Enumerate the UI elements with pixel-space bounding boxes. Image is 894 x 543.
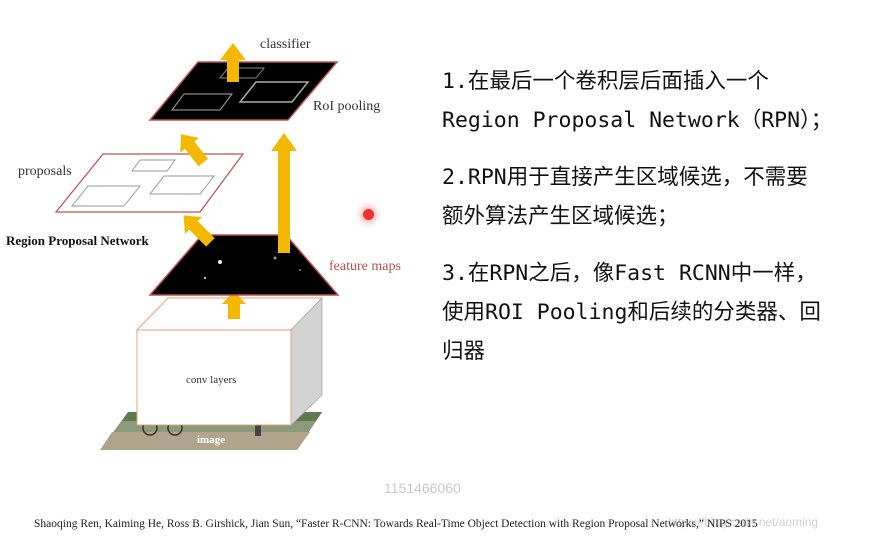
rpn-label: Region Proposal Network bbox=[6, 233, 150, 248]
roi-pooling-label: RoI pooling bbox=[313, 99, 380, 114]
steps-list: 1.在最后一个卷积层后面插入一个 Region Proposal Network… bbox=[442, 62, 890, 389]
citation: Shaoqing Ren, Kaiming He, Ross B. Girshi… bbox=[34, 518, 758, 530]
roi-pooling-plane: RoI pooling bbox=[148, 61, 380, 121]
step-2: 2.RPN用于直接产生区域候选，不需要 额外算法产生区域候选； bbox=[442, 158, 890, 236]
proposals-label: proposals bbox=[18, 164, 72, 179]
feature-maps-label: feature maps bbox=[329, 259, 401, 274]
step-3-line-2: 使用ROI Pooling和后续的分类器、回 bbox=[442, 300, 821, 325]
feature-maps: feature maps bbox=[148, 234, 401, 296]
step-2-line-2: 额外算法产生区域候选； bbox=[442, 204, 679, 229]
image-label: image bbox=[197, 434, 225, 446]
arrow-features-to-roi bbox=[271, 133, 297, 253]
step-1-line-1: 1.在最后一个卷积层后面插入一个 bbox=[442, 69, 769, 94]
step-2-line-1: 2.RPN用于直接产生区域候选，不需要 bbox=[442, 165, 808, 190]
blog-watermark: https://blog.csdn.net/aoming bbox=[668, 515, 819, 529]
classifier-label: classifier bbox=[260, 37, 311, 52]
proposals-plane: proposals bbox=[18, 153, 245, 213]
laser-pointer-dot bbox=[363, 209, 374, 220]
arrow-conv-to-features bbox=[222, 291, 246, 319]
step-1-line-2: Region Proposal Network（RPN）； bbox=[442, 108, 833, 133]
step-3-line-3: 归器 bbox=[442, 339, 486, 364]
step-3: 3.在RPN之后，像Fast RCNN中一样， 使用ROI Pooling和后续… bbox=[442, 254, 890, 371]
watermark: 1151466060 bbox=[384, 480, 461, 496]
arrow-to-classifier bbox=[220, 43, 246, 82]
arrow-proposals-to-roi bbox=[180, 134, 208, 167]
arrow-features-to-proposals bbox=[183, 215, 215, 247]
conv-layers-label: conv layers bbox=[186, 374, 236, 386]
step-3-line-1: 3.在RPN之后，像Fast RCNN中一样， bbox=[442, 261, 817, 286]
faster-rcnn-diagram: image conv layers feature maps Region Pr… bbox=[6, 37, 401, 450]
step-1: 1.在最后一个卷积层后面插入一个 Region Proposal Network… bbox=[442, 62, 890, 140]
